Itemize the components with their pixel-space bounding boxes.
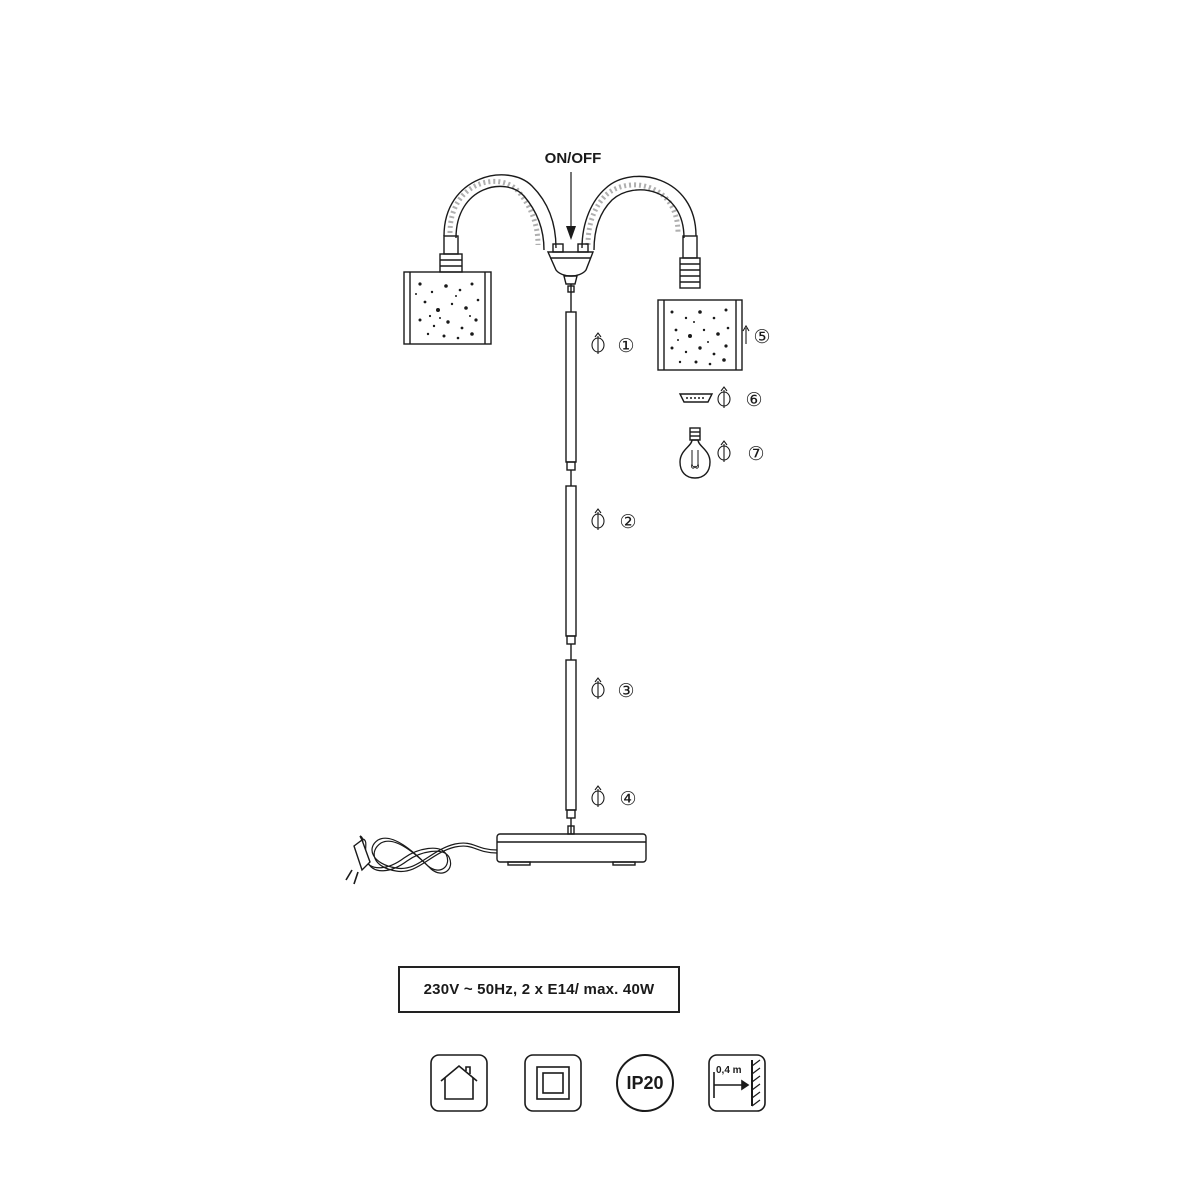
ip-rating-label: IP20 (626, 1072, 664, 1093)
right-shade-speckle-pattern (670, 308, 730, 366)
switch-pointer-arrow (566, 172, 576, 240)
shade-fixing-ring (678, 393, 714, 403)
electrical-spec-box: 230V ~ 50Hz, 2 x E14/ max. 40W (398, 966, 680, 1013)
pole-segment-2 (565, 485, 577, 637)
left-gooseneck-arm (443, 174, 557, 255)
switch-hub (546, 243, 595, 285)
min-distance-wall-icon: 0,4 m (708, 1054, 766, 1112)
on-off-label: ON/OFF (545, 150, 602, 167)
step-number-3: ③ (617, 680, 634, 702)
left-lamp-holder (439, 253, 463, 273)
step-number-5: ⑤ (753, 326, 770, 348)
step-number-6: ⑥ (745, 389, 762, 411)
pole-connector-1-2 (566, 461, 576, 486)
rotate-icon-step-7 (717, 440, 731, 462)
rotate-icon-step-3 (591, 677, 605, 699)
pole-segment-1 (565, 311, 577, 463)
right-lamp-shade (657, 299, 743, 371)
class-ii-double-square-icon (524, 1054, 582, 1112)
lamp-base (496, 833, 647, 866)
power-cable (359, 835, 498, 874)
step-number-4: ④ (619, 788, 636, 810)
rotate-icon-step-2 (591, 508, 605, 530)
left-lamp-shade (403, 271, 492, 345)
pole-segment-3 (565, 659, 577, 811)
step-number-7: ⑦ (747, 443, 764, 465)
rotate-icon-step-6 (717, 386, 731, 408)
power-plug-icon (345, 835, 371, 885)
left-shade-speckle-pattern (415, 282, 480, 340)
lift-arrow-icon-step-5 (742, 324, 750, 344)
indoor-house-icon (430, 1054, 488, 1112)
right-lamp-socket (679, 257, 701, 289)
electrical-spec-text: 230V ~ 50Hz, 2 x E14/ max. 40W (423, 981, 655, 998)
min-distance-label: 0,4 m (716, 1065, 742, 1076)
rotate-icon-step-1 (591, 332, 605, 354)
step-number-1: ① (617, 335, 634, 357)
ip20-circle-icon: IP20 (616, 1054, 674, 1112)
pole-connector-2-3 (566, 635, 576, 660)
step-number-2: ② (619, 511, 636, 533)
rotate-icon-step-4 (591, 785, 605, 807)
e14-bulb (679, 427, 711, 479)
right-gooseneck-arm (581, 175, 698, 259)
pole-connector-3-base (566, 809, 576, 835)
pole-connector-top (567, 284, 575, 312)
